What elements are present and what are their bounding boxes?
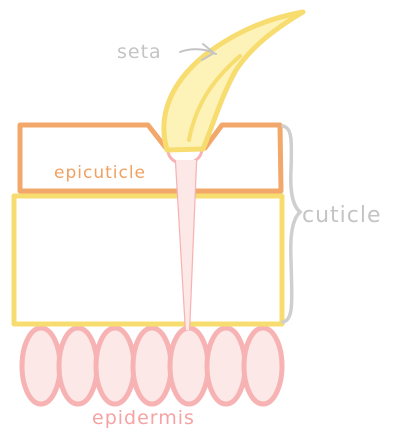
epidermis-cells <box>22 328 282 404</box>
cuticle-bracket <box>283 126 300 322</box>
epidermis-cell <box>22 328 60 404</box>
epidermis-cell <box>244 328 282 404</box>
epidermis-label: epidermis <box>92 407 195 429</box>
epidermis-cell <box>133 328 171 404</box>
epidermis-cell <box>59 328 97 404</box>
seta-label: seta <box>117 41 162 63</box>
epidermis-cell <box>96 328 134 404</box>
epidermis-cell <box>207 328 245 404</box>
epicuticle-label: epicuticle <box>54 163 146 183</box>
cuticle-label: cuticle <box>302 203 382 228</box>
epidermis-cell <box>170 328 208 404</box>
procuticle-layer <box>14 196 282 324</box>
